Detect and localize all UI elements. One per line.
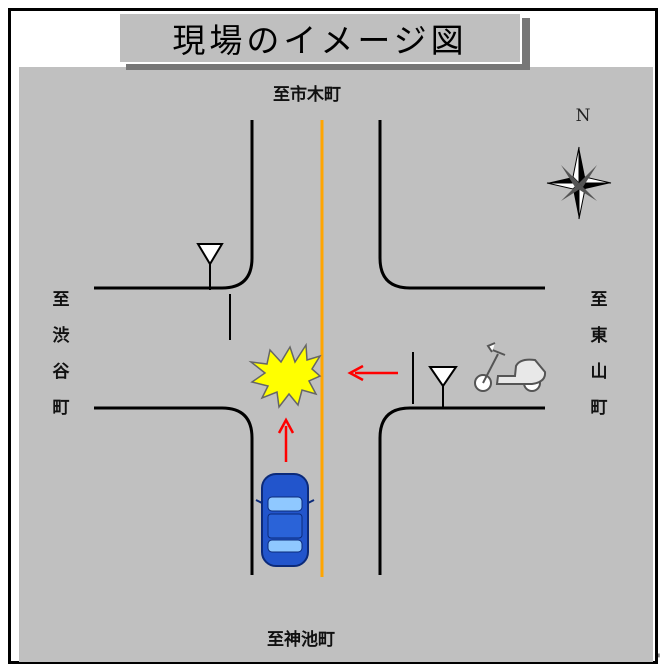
compass-north-label: N	[576, 106, 591, 126]
corner-mark: '	[657, 652, 661, 668]
stop-sign-icon	[428, 366, 458, 408]
collision-burst-icon	[248, 342, 322, 409]
scooter-icon	[474, 342, 547, 392]
compass-rose-icon	[546, 146, 612, 220]
scooter-direction-arrow	[347, 364, 398, 382]
road-edge-southeast	[378, 406, 545, 575]
road-edges	[94, 120, 545, 575]
label-east: 至東山町	[590, 290, 608, 418]
label-south: 至神池町	[267, 630, 335, 650]
label-west: 至渋谷町	[52, 290, 70, 418]
page-title: 現場のイメージ図	[118, 12, 522, 64]
stop-sign-icon	[196, 243, 224, 290]
map-area	[19, 67, 653, 662]
car-direction-arrow	[277, 417, 295, 462]
car-icon	[255, 473, 315, 567]
road-edge-southwest	[94, 406, 254, 575]
road-edge-northeast	[378, 120, 545, 290]
road-edge-northwest	[94, 120, 254, 290]
label-north: 至市木町	[273, 85, 341, 105]
